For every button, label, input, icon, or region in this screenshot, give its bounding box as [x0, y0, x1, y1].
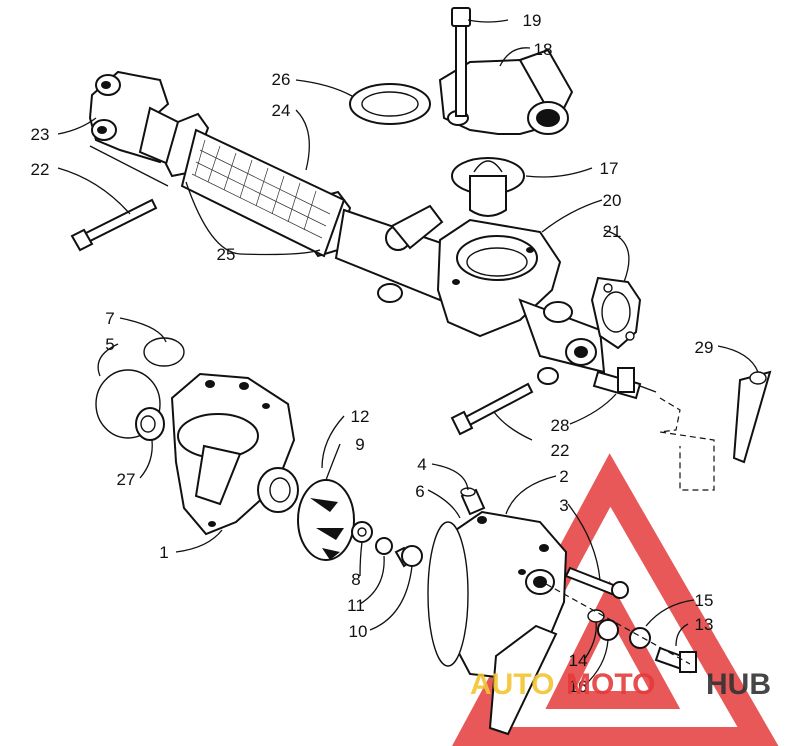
- washer-16: [597, 619, 619, 641]
- o-ring-7: [143, 337, 185, 367]
- callout-22-lower: 22: [551, 441, 570, 460]
- callout-12: 12: [351, 407, 370, 426]
- callout-11: 11: [347, 596, 365, 615]
- callout-24: 24: [272, 101, 291, 120]
- callout-18: 18: [534, 40, 553, 59]
- callout-13: 13: [695, 615, 714, 634]
- callout-17: 17: [600, 159, 619, 178]
- thermostat-cover: [438, 48, 574, 135]
- callout-27: 27: [117, 470, 136, 489]
- bearing: [135, 407, 165, 441]
- callout-5: 5: [105, 335, 114, 354]
- watermark-auto: AUTO: [470, 668, 554, 701]
- washer-15: [629, 627, 651, 649]
- bolt-22-lower: [450, 382, 534, 436]
- callout-2: 2: [559, 467, 568, 486]
- callout-23: 23: [31, 125, 50, 144]
- drain-bolt: [654, 646, 697, 674]
- watermark-hub: HUB: [706, 668, 771, 701]
- callout-4: 4: [417, 455, 426, 474]
- callout-15: 15: [695, 591, 714, 610]
- hose-texture: [191, 139, 331, 239]
- leader-lines: [57, 19, 759, 687]
- impeller: [297, 479, 355, 561]
- callout-14: 14: [569, 651, 588, 670]
- callout-3: 3: [559, 496, 568, 515]
- wire-path: [659, 397, 715, 491]
- washer-8-hole: [357, 527, 367, 537]
- callout-6: 6: [415, 482, 424, 501]
- callout-7: 7: [105, 309, 114, 328]
- callout-21: 21: [603, 222, 622, 241]
- bolt-3: [564, 566, 629, 599]
- callout-16: 16: [569, 677, 588, 696]
- alignment-dash: [545, 583, 691, 665]
- bolt-19: [451, 7, 471, 117]
- o-ring-6: [427, 521, 469, 667]
- dowel-pin: [460, 487, 486, 516]
- bolt-22-upper: [70, 198, 158, 252]
- callout-26: 26: [272, 70, 291, 89]
- callout-22-upper: 22: [31, 160, 50, 179]
- callout-20: 20: [603, 191, 622, 210]
- callout-29: 29: [695, 338, 714, 357]
- watermark-moto: MOTO: [566, 668, 655, 701]
- callout-28: 28: [551, 416, 570, 435]
- mechanical-seal: [257, 467, 299, 513]
- watermark-text: AUTO MOTO HUB: [470, 668, 771, 701]
- callout-9: 9: [355, 435, 364, 454]
- callout-1: 1: [159, 543, 168, 562]
- callout-19: 19: [523, 11, 542, 30]
- callout-25: 25: [217, 245, 236, 264]
- washer-14: [587, 609, 605, 623]
- coolant-pipe-assembly: [88, 70, 642, 385]
- pump-cover-right: [444, 510, 568, 736]
- callout-10: 10: [349, 622, 368, 641]
- seal-ring: [349, 83, 431, 125]
- impeller-bolt: [394, 545, 423, 568]
- temp-sensor: [592, 367, 657, 400]
- wire-clip: [732, 370, 772, 464]
- washer-11: [375, 537, 393, 555]
- callout-8: 8: [351, 570, 360, 589]
- callouts: 19 18 26 24 17 23 20 22 21 25 7 5 29 12 …: [31, 11, 714, 696]
- thermostat: [451, 157, 525, 217]
